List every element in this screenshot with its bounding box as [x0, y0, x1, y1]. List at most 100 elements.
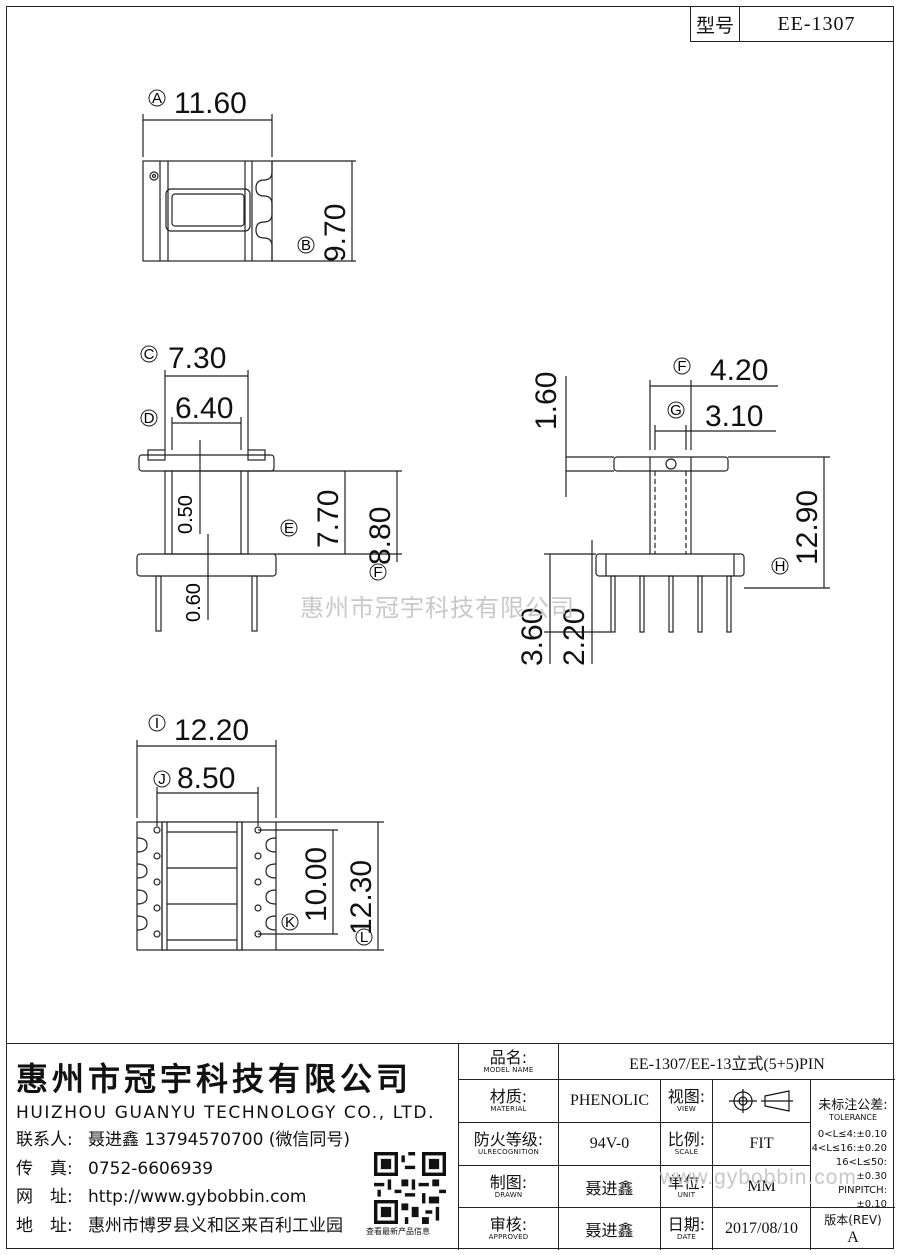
label-en: MATERIAL: [490, 1105, 527, 1113]
front-view: [136, 370, 402, 632]
tolerance-title: 未标注公差:: [818, 1098, 888, 1113]
label-en: SCALE: [674, 1148, 699, 1156]
watermark: 惠州市冠宇科技有限公司: [300, 594, 575, 622]
contact-value: 聂进鑫 13794570700 (微信同号): [88, 1130, 351, 1150]
dim-220-value: 2.20: [558, 608, 591, 666]
product-name-value: EE-1307/EE-13立式(5+5)PIN: [559, 1044, 895, 1080]
contact-key: 网 址:: [16, 1187, 73, 1207]
contact-row: 联系人: 聂进鑫 13794570700 (微信同号): [16, 1126, 350, 1155]
contact-key: 联系人:: [16, 1130, 73, 1150]
dim-K-mark: K: [285, 914, 295, 931]
contact-value: 0752-6606939: [88, 1158, 214, 1179]
company-info: 惠州市冠宇科技有限公司 HUIZHOU GUANYU TECHNOLOGY CO…: [16, 1054, 456, 1123]
value: MM: [747, 1177, 776, 1195]
dim-A-mark: A: [152, 90, 162, 107]
tolerance-line: PINPITCH:±0.10: [838, 1185, 887, 1210]
bottom-view: [136, 740, 384, 951]
label-en: DRAWN: [494, 1190, 523, 1199]
contact-row: 传 真: 0752-6606939: [16, 1155, 350, 1184]
value: PHENOLIC: [569, 1092, 650, 1109]
dim-J-mark: J: [158, 771, 166, 788]
fire-rating-label: 防火等级: ULRECOGNITION: [459, 1123, 559, 1166]
dim-050-value: 0.50: [175, 495, 197, 534]
label-en: VIEW: [677, 1105, 696, 1113]
view-label: 视图: VIEW: [661, 1080, 713, 1123]
watermark-url: www.gybobbin.com: [660, 1166, 857, 1189]
label-zh: 单位:: [667, 1172, 706, 1192]
dim-F2-value: 4.20: [710, 354, 768, 387]
dim-C-value: 7.30: [168, 342, 226, 375]
product-name-label: 品名: MODEL NAME: [459, 1044, 559, 1080]
dim-I-value: 12.20: [174, 714, 249, 747]
dim-B-mark: B: [301, 237, 311, 254]
approved-value: 聂进鑫: [559, 1208, 661, 1250]
dim-H-value: 12.90: [791, 490, 824, 565]
top-view: [142, 114, 356, 262]
material-value: PHENOLIC: [559, 1080, 661, 1123]
model-box: 型号 EE-1307: [690, 6, 894, 42]
dim-060-value: 0.60: [183, 583, 205, 622]
website-link[interactable]: http://www.gybobbin.com: [88, 1187, 307, 1207]
dim-F-mark: F: [373, 564, 382, 581]
tolerance-block: 未标注公差: TOLERANCE 0<L≤4:±0.10 4<L≤16:±0.2…: [811, 1080, 895, 1210]
dim-G-mark: G: [670, 402, 682, 419]
fire-rating-value: 94V-0: [559, 1123, 661, 1166]
dim-160-value: 1.60: [530, 372, 563, 430]
contact-list: 联系人: 聂进鑫 13794570700 (微信同号) 传 真: 0752-6606…: [16, 1126, 350, 1240]
dim-L-value: 12.30: [345, 860, 378, 935]
dim-L-mark: L: [360, 929, 368, 946]
contact-row: 地 址: 惠州市博罗县义和区来百利工业园: [16, 1212, 350, 1241]
company-name: 惠州市冠宇科技有限公司: [16, 1060, 413, 1098]
label-zh: 视图:: [667, 1087, 706, 1106]
dim-J-value: 8.50: [177, 762, 235, 795]
label-en: ULRECOGNITION: [477, 1148, 540, 1156]
dim-F-value: 8.80: [364, 507, 397, 565]
value: 2017/08/10: [725, 1220, 798, 1237]
dim-A-value: 11.60: [174, 87, 247, 120]
contact-key: 传 真:: [16, 1158, 73, 1179]
dim-F2-mark: F: [677, 358, 686, 375]
label-zh: 制图:: [489, 1172, 528, 1192]
scale-value: FIT: [713, 1123, 811, 1166]
dim-B-value: 9.70: [319, 204, 352, 262]
scale-label: 比例: SCALE: [661, 1123, 713, 1166]
dim-I-mark: I: [155, 715, 159, 732]
label-zh: 比例:: [667, 1130, 706, 1149]
label-en: APPROVED: [488, 1233, 529, 1241]
tolerance-line: 0<L≤4:±0.10: [817, 1129, 887, 1140]
unit-label: 单位: UNIT: [661, 1166, 713, 1208]
revision-value: A: [847, 1228, 859, 1246]
tolerance-line: 4<L≤16:±0.20: [811, 1143, 887, 1154]
side-view: [544, 376, 830, 664]
dim-K-value: 10.00: [300, 847, 333, 922]
company-name-en: HUIZHOU GUANYU TECHNOLOGY CO., LTD.: [16, 1103, 436, 1123]
label-zh: 防火等级:: [473, 1130, 544, 1149]
material-label: 材质: MATERIAL: [459, 1080, 559, 1123]
drawing-frame: [6, 6, 894, 1249]
approved-label: 审核: APPROVED: [459, 1208, 559, 1250]
model-value: EE-1307: [777, 12, 856, 35]
dim-360-value: 3.60: [516, 608, 549, 666]
qr-code-icon: [374, 1152, 446, 1224]
date-value: 2017/08/10: [713, 1208, 811, 1250]
value: 聂进鑫: [585, 1178, 634, 1198]
revision-cell: 版本(REV) A: [811, 1208, 895, 1250]
label-zh: 品名:: [489, 1047, 528, 1067]
dim-D-mark: D: [144, 410, 155, 427]
technical-drawing: A 11.60 B 9.70 C 7.30 D 6.40 0.50 0.60 E…: [136, 87, 830, 951]
drawn-value: 聂进鑫: [559, 1166, 661, 1208]
dim-E-mark: E: [284, 520, 294, 537]
qr-caption: 查看最新产品信息: [366, 1227, 430, 1236]
contact-key: 地 址:: [16, 1215, 73, 1236]
label-en: UNIT: [677, 1190, 696, 1199]
dim-G-value: 3.10: [705, 400, 763, 433]
tolerance-line: 16<L≤50:±0.30: [835, 1157, 887, 1182]
contact-value: 惠州市博罗县义和区来百利工业园: [88, 1215, 343, 1236]
label-zh: 材质:: [489, 1087, 528, 1106]
date-label: 日期: DATE: [661, 1208, 713, 1250]
projection-symbol-icon: [713, 1080, 811, 1123]
unit-value: MM: [713, 1166, 811, 1208]
value: 聂进鑫: [585, 1221, 634, 1240]
model-label: 型号: [691, 7, 740, 41]
label-en: MODEL NAME: [483, 1065, 534, 1074]
